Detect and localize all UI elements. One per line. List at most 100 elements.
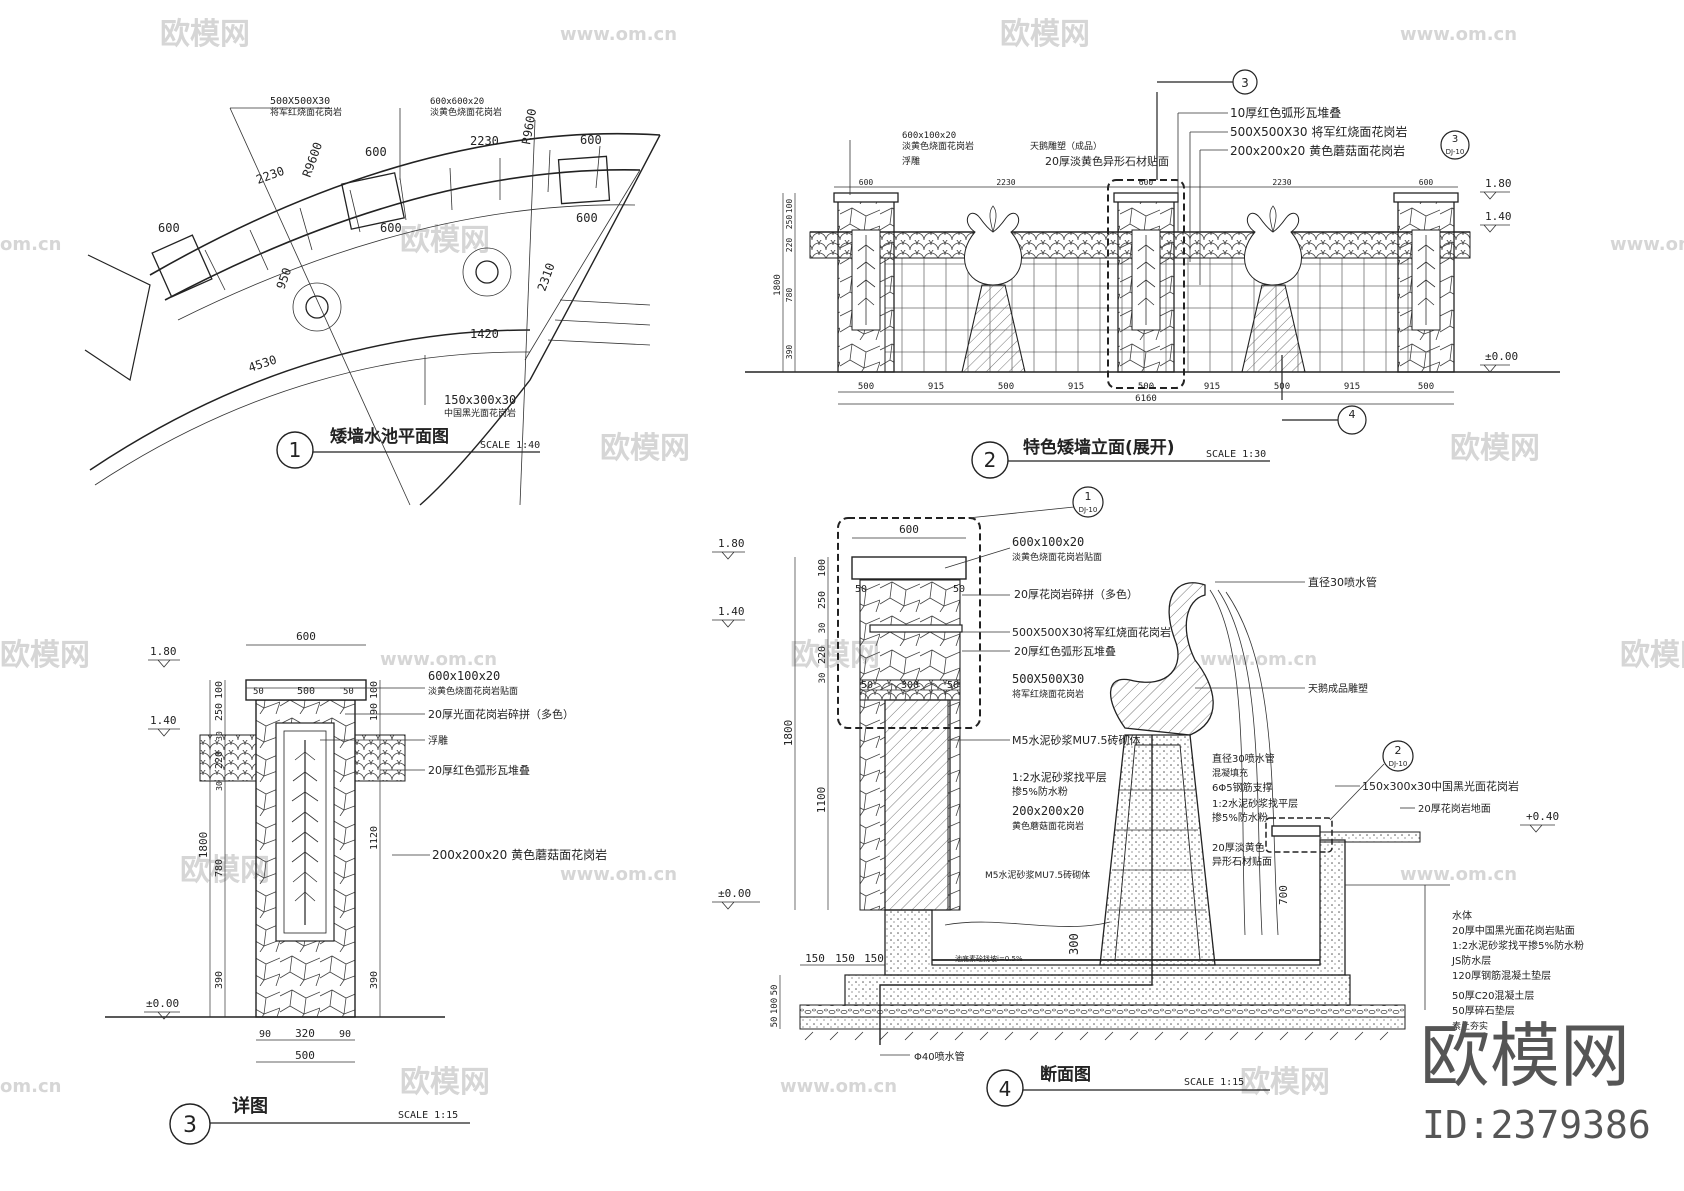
level-mark: 1.80 <box>1485 177 1512 190</box>
dim: 30 <box>215 731 224 741</box>
radius-line <box>519 119 536 506</box>
watermark-brand: 欧模网 <box>1620 638 1684 673</box>
label: 50厚碎石垫层 <box>1452 1004 1515 1017</box>
elevation-labels: 600x100x20 淡黄色烧面花岗岩 浮雕 天鹅雕塑（成品） 20厚淡黄色异形… <box>849 105 1407 285</box>
plan-label: 600x600x20 <box>430 97 484 107</box>
dim: 390 <box>214 971 225 989</box>
rc-slab <box>844 974 1351 1006</box>
dim: 500 <box>297 686 315 697</box>
dim: 600 <box>899 523 919 536</box>
dim-2230: 2230 <box>470 134 499 148</box>
pool-edge-arc <box>177 204 636 321</box>
elevation-badge-number: 2 <box>984 448 997 472</box>
label: 天鹅成品雕塑 <box>1308 682 1368 695</box>
detail-highlight-box <box>837 517 981 729</box>
plan-label: 淡黄色烧面花岗岩 <box>430 106 502 118</box>
label: 200x200x20 <box>1012 804 1084 818</box>
level-mark: ±0.00 <box>1485 350 1518 363</box>
right-boundary-inner <box>524 169 641 361</box>
label: 黄色蘑菇面花岗岩 <box>1012 820 1084 832</box>
plan-badge <box>276 431 314 469</box>
dim: 100 <box>785 199 794 214</box>
dim: 300 <box>901 680 919 691</box>
elevation-view: 3 3 DJ-10 4 600x100x20 淡黄色烧面花岗岩 浮雕 天鹅雕塑（… <box>745 69 1560 479</box>
section-title: 断面图 <box>1040 1064 1091 1085</box>
detail-badge <box>169 1103 211 1145</box>
label: 120厚钢筋混凝土垫层 <box>1452 969 1551 982</box>
label: 异形石材贴面 <box>1212 855 1272 868</box>
label: 淡黄色烧面花岗岩贴面 <box>428 685 518 697</box>
relief-leaves <box>291 751 319 902</box>
section-wall <box>884 699 951 911</box>
label: 水体 <box>1452 910 1472 922</box>
label: 素土夯实 <box>1452 1020 1488 1032</box>
label: 掺5%防水粉 <box>1012 785 1068 798</box>
label: 1:2水泥砂浆找平层 <box>1012 770 1107 784</box>
callout-number: 3 <box>1241 76 1249 90</box>
swan-sculpture <box>961 205 1026 373</box>
dim-600: 600 <box>580 133 602 147</box>
label: 池底素砼找坡i=0.5% <box>955 954 1023 963</box>
label: 直径30喷水管 <box>1212 752 1275 765</box>
dim: 220 <box>785 238 794 253</box>
label: 6Φ5钢筋支撑 <box>1212 781 1273 794</box>
watermark-site: www.om.cn <box>780 1076 897 1097</box>
lower-arc-outer <box>89 329 531 471</box>
dim: 250 <box>785 215 794 230</box>
dim: 300 <box>1067 933 1081 955</box>
dim: 50 <box>855 584 867 595</box>
sculpture-pedestal <box>1099 734 1216 966</box>
watermark-site: www.om.cn <box>560 24 677 45</box>
dim: 90 <box>339 1029 351 1040</box>
label: 500X500X30 <box>1012 672 1084 686</box>
watermark-site: www.om.cn <box>1400 864 1517 885</box>
left-cut-outline <box>84 254 151 381</box>
level-mark: ±0.00 <box>718 887 751 900</box>
detail-scale: SCALE 1:15 <box>398 1110 458 1121</box>
dim: 100 <box>770 998 780 1014</box>
plan-label: 150x300x30 <box>444 393 516 407</box>
level-mark: 1.40 <box>718 605 745 618</box>
dim-total: 1800 <box>197 832 210 859</box>
radius-line <box>229 107 411 506</box>
elevation-bottom-dims: 500 915 500 915 500 915 500 915 500 6160 <box>838 382 1454 405</box>
dim: 915 <box>1068 382 1084 392</box>
fountain-outer <box>462 247 512 297</box>
watermark-brand: 欧模网 <box>600 431 690 466</box>
dim: 250 <box>214 703 225 721</box>
section-badge-number: 4 <box>999 1077 1012 1101</box>
dim-total: 500 <box>295 1049 315 1062</box>
plan-pillar <box>341 172 405 230</box>
label: 600x100x20 <box>1012 535 1084 549</box>
label: 20厚淡黄色 <box>1212 841 1265 854</box>
dim-600: 600 <box>158 221 180 235</box>
label: M5水泥砂浆MU7.5砖砌体 <box>1012 733 1141 747</box>
watermark-brand: 欧模网 <box>400 223 490 258</box>
label: 150x300x30中国黑光面花岗岩 <box>1362 779 1519 793</box>
dim: 50 <box>770 985 780 996</box>
dim: 50 <box>947 680 959 691</box>
dim: 2230 <box>1272 178 1291 187</box>
callout-circle <box>1440 130 1470 160</box>
fountain-inner <box>475 260 499 284</box>
dim: 2230 <box>996 178 1015 187</box>
watermark-site: www.om.cn <box>560 864 677 885</box>
plan-scale: SCALE 1:40 <box>480 440 540 451</box>
dim: 600 <box>1419 178 1434 187</box>
dim: 390 <box>785 345 794 360</box>
label: 20厚中国黑光面花岗岩贴面 <box>1452 924 1575 937</box>
plan-badge-number: 1 <box>289 438 302 462</box>
watermark-site: www.om.cn <box>1610 234 1684 255</box>
label: 浮雕 <box>902 155 920 167</box>
callout-sub: DJ-10 <box>1079 506 1098 514</box>
callout-circle <box>1072 486 1104 518</box>
label: 20厚光面花岗岩碎拼（多色） <box>428 707 574 721</box>
callout-sub: DJ-10 <box>1446 148 1465 156</box>
dim: 50 <box>770 1017 780 1028</box>
watermark-site: www.om.cn <box>1200 649 1317 670</box>
detail-labels: 600x100x20 淡黄色烧面花岗岩贴面 20厚光面花岗岩碎拼（多色） 浮雕 … <box>320 669 607 862</box>
label: 200x200x20 黄色蘑菇面花岗岩 <box>1230 143 1405 158</box>
dim: 250 <box>817 591 828 609</box>
fountain-inner <box>305 295 329 319</box>
detail-highlight-box <box>1107 179 1185 389</box>
